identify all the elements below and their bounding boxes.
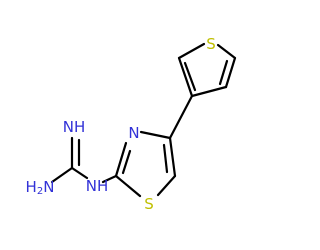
bond-thiazole-s1-c5 [156, 174, 177, 197]
amine-subscript: 2 [37, 186, 43, 197]
bond-thiazole-c5-c4-inner [162, 143, 169, 174]
imine-nh-symbol: NH [63, 118, 86, 136]
bond-thiazole-c4-n3 [139, 130, 172, 140]
bond-thiophene-c4-c5 [224, 56, 237, 89]
bond-thiophene-c4-c5-inner [218, 59, 229, 86]
thiophene-sulfur-symbol: S [206, 35, 216, 53]
thiazole-nitrogen-label: N [128, 124, 139, 142]
bond-thiazole-n3-c2-inner [121, 149, 132, 175]
bond-thiazole-c5-c4 [168, 136, 177, 178]
bond-thiophene-s-c2 [177, 42, 206, 60]
thiazole-sulfur-label: S [144, 195, 154, 213]
bond-linker-n-central-c [70, 166, 89, 180]
molecule-structure: S N S NH NH H2N [26, 35, 237, 213]
bond-thiazole-n3-c2 [114, 141, 128, 178]
bond-c2-linker-n [101, 174, 118, 184]
bond-central-c-amine [50, 166, 74, 184]
linker-nh-symbol: NH [86, 177, 109, 195]
bond-ring-link [168, 94, 194, 140]
linker-nh-label: NH [86, 177, 109, 195]
amine-h-symbol: H [26, 178, 37, 196]
amine-n-symbol: N [43, 178, 54, 196]
thiazole-sulfur-symbol: S [144, 195, 154, 213]
thiazole-nitrogen-symbol: N [128, 124, 139, 142]
thiophene-sulfur-label: S [206, 35, 216, 53]
bond-thiophene-c5-s [216, 43, 237, 60]
imine-nh-label: NH [63, 118, 86, 136]
bond-thiophene-c2-c3 [177, 56, 194, 98]
bond-thiazole-c2-s1 [114, 174, 142, 198]
amine-nh2-label: H2N [26, 178, 55, 197]
bond-thiophene-c2-c3-inner [183, 61, 197, 92]
bond-thiophene-c3-c4 [190, 85, 228, 98]
